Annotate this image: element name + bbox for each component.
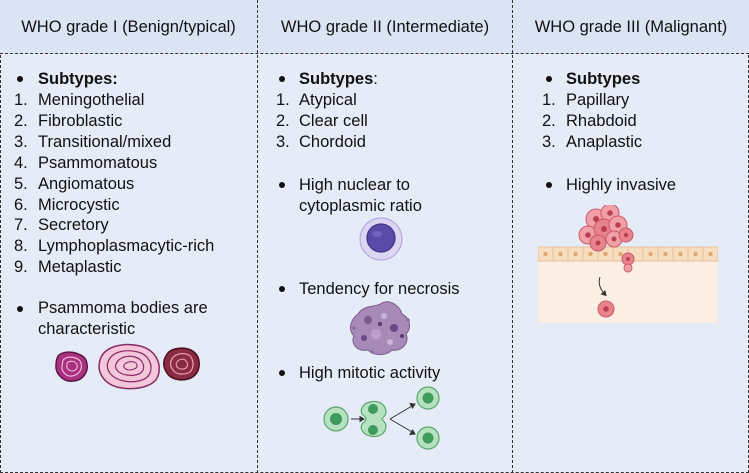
bullet [279,76,285,82]
invasion-icon [538,205,718,323]
bullet [17,76,23,82]
list-number: 1. [276,91,290,109]
column-divider-2 [512,0,513,473]
list-number: 9. [14,258,28,276]
list-number: 2. [14,112,28,130]
grade-1-feature-line: characteristic [38,320,136,338]
grade-1-subtype: Metaplastic [38,258,122,276]
bullet [279,370,285,376]
grade-1-subtypes-label: Subtypes: [38,70,118,88]
list-number: 1. [14,91,28,109]
high-nc-ratio-cell-icon [359,217,403,261]
list-number: 5. [14,175,28,193]
grade-2-header: WHO grade II (Intermediate) [280,17,490,36]
grade-3-subtype: Papillary [566,91,630,109]
header-row [0,0,749,54]
bullet [546,76,552,82]
grade-1-subtype: Psammomatous [38,154,158,172]
grade-1-subtype: Angiomatous [38,175,135,193]
list-number: 6. [14,196,28,214]
list-number: 2. [276,112,290,130]
grade-1-subtype: Transitional/mixed [38,133,172,151]
list-number: 2. [542,112,556,130]
grade-2-feature-line: cytoplasmic ratio [299,197,422,215]
list-number: 1. [542,91,556,109]
grade-2-feature-line: High mitotic activity [299,364,441,382]
list-number: 7. [14,216,28,234]
grade-1-subtype: Lymphoplasmacytic-rich [38,237,215,255]
grade-3-subtype: Rhabdoid [566,112,637,130]
grade-1-feature-line: Psammoma bodies are [38,299,208,317]
necrosis-icon [350,301,410,355]
list-number: 3. [14,133,28,151]
grade-1-subtype: Secretory [38,216,109,234]
grade-2-subtypes-label: Subtypes: [299,70,378,88]
bullet [279,182,285,188]
grade-2-feature-line: High nuclear to [299,176,410,194]
list-number: 3. [542,133,556,151]
grade-1-subtype: Fibroblastic [38,112,123,130]
grade-1-header: WHO grade I (Benign/typical) [21,17,236,36]
column-divider-1 [257,0,258,473]
grade-3-header: WHO grade III (Malignant) [534,17,728,36]
grade-2-subtype: Chordoid [299,133,366,151]
grade-3-subtypes-label: Subtypes [566,70,641,88]
list-number: 3. [276,133,290,151]
grade-2-feature-line: Tendency for necrosis [299,280,460,298]
list-number: 8. [14,237,28,255]
grade-1-subtype: Microcystic [38,196,120,214]
grade-2-subtype: Clear cell [299,112,368,130]
bullet [17,306,23,312]
bullet [546,182,552,188]
bullet [279,286,285,292]
mitosis-icon [323,386,440,450]
psammoma-bodies-icon [55,343,200,390]
grade-3-subtype: Anaplastic [566,133,643,151]
grade-3-feature-line: Highly invasive [566,176,677,194]
grade-1-subtype: Meningothelial [38,91,145,109]
grade-2-subtype: Atypical [299,91,357,109]
list-number: 4. [14,154,28,172]
